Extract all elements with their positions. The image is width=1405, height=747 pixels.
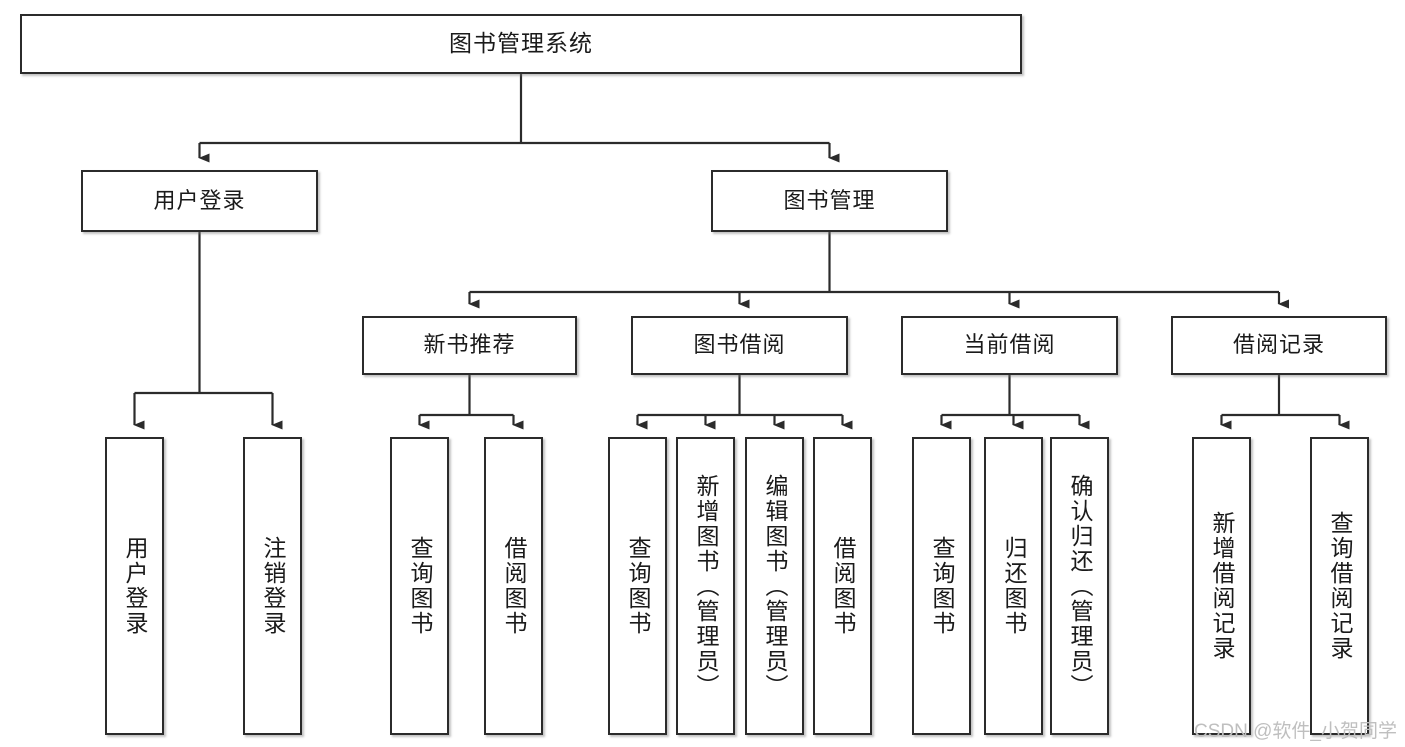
- node-label: 归还图书: [1001, 536, 1027, 636]
- leaf-add-borrowing-record[interactable]: 新增借阅记录: [1192, 437, 1251, 735]
- node-label: 编辑图书（管理员）: [762, 473, 788, 699]
- node-label: 当前借阅: [963, 332, 1056, 358]
- node-label: 用户登录: [122, 536, 148, 636]
- node-label: 查询图书: [407, 536, 433, 636]
- node-label: 查询图书: [929, 536, 955, 636]
- node-label: 借阅图书: [501, 536, 527, 636]
- leaf-user-login[interactable]: 用户登录: [105, 437, 164, 735]
- leaf-query-books-borrowing[interactable]: 查询图书: [608, 437, 667, 735]
- node-book-borrowing[interactable]: 图书借阅: [631, 316, 848, 375]
- leaf-query-borrowing-record[interactable]: 查询借阅记录: [1310, 437, 1369, 735]
- leaf-edit-book-admin[interactable]: 编辑图书（管理员）: [745, 437, 804, 735]
- node-label: 查询图书: [625, 536, 651, 636]
- node-label: 新书推荐: [423, 332, 516, 358]
- node-label: 确认归还（管理员）: [1067, 473, 1093, 699]
- leaf-borrow-books[interactable]: 借阅图书: [813, 437, 872, 735]
- node-label: 图书管理系统: [449, 30, 593, 57]
- leaf-confirm-return-admin[interactable]: 确认归还（管理员）: [1050, 437, 1109, 735]
- node-label: 图书管理: [783, 187, 876, 213]
- node-new-book-recommendation[interactable]: 新书推荐: [362, 316, 577, 375]
- node-book-management[interactable]: 图书管理: [711, 170, 948, 232]
- leaf-borrow-books-recommendation[interactable]: 借阅图书: [484, 437, 543, 735]
- leaf-query-books-recommendation[interactable]: 查询图书: [390, 437, 449, 735]
- csdn-watermark: CSDN @软件_小贺同学: [1194, 721, 1397, 742]
- node-label: 用户登录: [153, 187, 246, 213]
- node-label: 查询借阅记录: [1327, 511, 1353, 661]
- node-user-login[interactable]: 用户登录: [81, 170, 318, 232]
- node-label: 注销登录: [260, 536, 286, 636]
- leaf-query-books-current[interactable]: 查询图书: [912, 437, 971, 735]
- node-label: 图书借阅: [693, 332, 786, 358]
- node-root-book-management-system[interactable]: 图书管理系统: [20, 14, 1022, 74]
- node-label: 借阅记录: [1232, 332, 1325, 358]
- leaf-return-books[interactable]: 归还图书: [984, 437, 1043, 735]
- leaf-add-book-admin[interactable]: 新增图书（管理员）: [676, 437, 735, 735]
- node-label: 借阅图书: [830, 536, 856, 636]
- node-current-borrowing[interactable]: 当前借阅: [901, 316, 1118, 375]
- node-borrowing-records[interactable]: 借阅记录: [1171, 316, 1387, 375]
- node-label: 新增借阅记录: [1209, 511, 1235, 661]
- node-label: 新增图书（管理员）: [693, 473, 719, 699]
- leaf-logout[interactable]: 注销登录: [243, 437, 302, 735]
